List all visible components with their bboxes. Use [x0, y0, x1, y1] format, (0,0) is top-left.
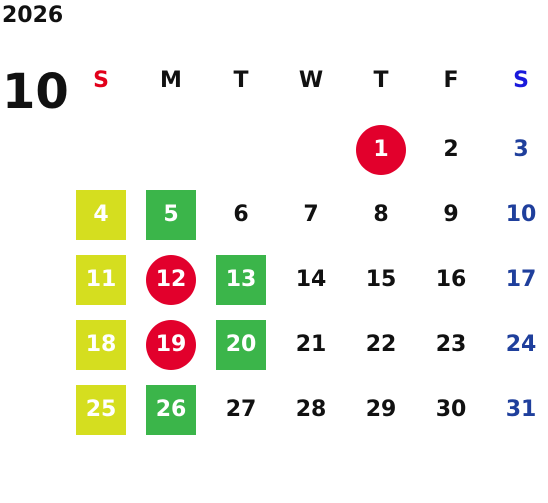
day-cell-28[interactable]: 28 — [295, 397, 327, 422]
day-cell-31[interactable]: 31 — [505, 397, 537, 422]
day-cell-7[interactable]: 7 — [303, 202, 319, 227]
weekday-mon: M — [160, 68, 182, 93]
day-cell-22[interactable]: 22 — [365, 332, 397, 357]
day-cell-2[interactable]: 2 — [443, 137, 459, 162]
month-label: 10 — [2, 64, 69, 120]
year-label: 2026 — [2, 3, 64, 28]
day-cell-30[interactable]: 30 — [435, 397, 467, 422]
day-cell-15[interactable]: 15 — [365, 267, 397, 292]
day-cell-9[interactable]: 9 — [443, 202, 459, 227]
day-cell-16[interactable]: 16 — [435, 267, 467, 292]
day-cell-27[interactable]: 27 — [225, 397, 257, 422]
day-cell-19[interactable]: 19 — [146, 320, 196, 370]
day-cell-25[interactable]: 25 — [76, 385, 126, 435]
day-cell-23[interactable]: 23 — [435, 332, 467, 357]
day-cell-3[interactable]: 3 — [513, 137, 529, 162]
day-cell-24[interactable]: 24 — [505, 332, 537, 357]
day-cell-8[interactable]: 8 — [373, 202, 389, 227]
day-cell-4[interactable]: 4 — [76, 190, 126, 240]
day-cell-11[interactable]: 11 — [76, 255, 126, 305]
day-cell-5[interactable]: 5 — [146, 190, 196, 240]
day-cell-13[interactable]: 13 — [216, 255, 266, 305]
day-cell-26[interactable]: 26 — [146, 385, 196, 435]
weekday-tue: T — [233, 68, 249, 93]
weekday-thu: T — [373, 68, 389, 93]
day-cell-17[interactable]: 17 — [505, 267, 537, 292]
day-cell-21[interactable]: 21 — [295, 332, 327, 357]
day-cell-14[interactable]: 14 — [295, 267, 327, 292]
day-cell-6[interactable]: 6 — [233, 202, 249, 227]
weekday-sun: S — [93, 68, 109, 93]
weekday-wed: W — [298, 68, 324, 93]
day-cell-29[interactable]: 29 — [365, 397, 397, 422]
day-cell-20[interactable]: 20 — [216, 320, 266, 370]
day-cell-12[interactable]: 12 — [146, 255, 196, 305]
day-cell-18[interactable]: 18 — [76, 320, 126, 370]
weekday-sat: S — [513, 68, 529, 93]
day-cell-10[interactable]: 10 — [505, 202, 537, 227]
weekday-fri: F — [443, 68, 459, 93]
day-cell-1[interactable]: 1 — [356, 125, 406, 175]
